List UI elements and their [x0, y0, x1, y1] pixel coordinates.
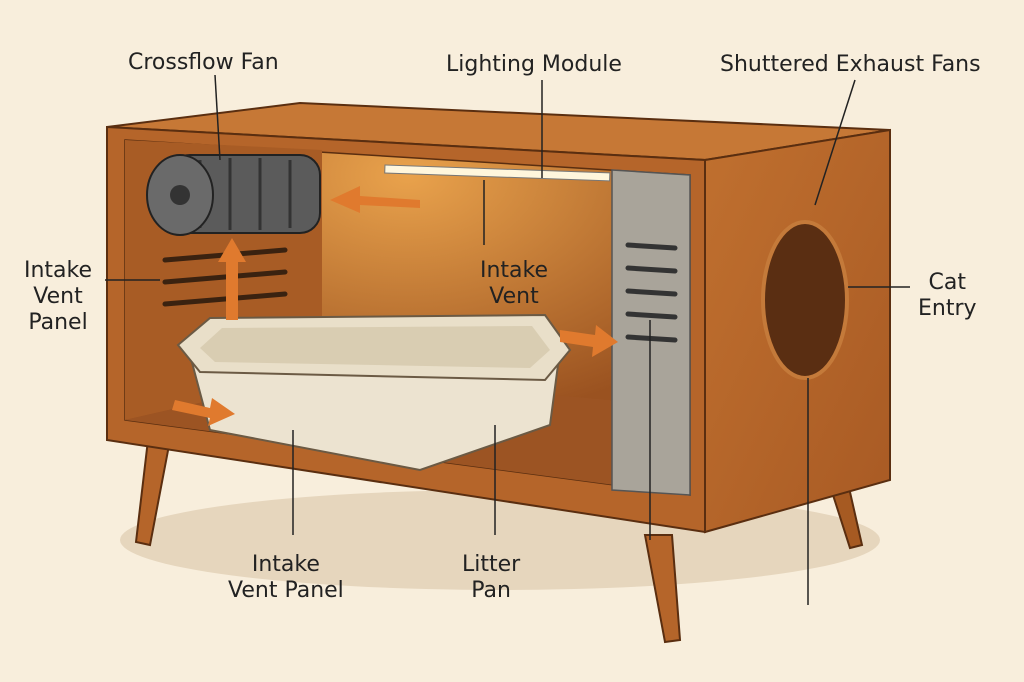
- leader-lines: [105, 74, 910, 605]
- leg-front-right: [643, 534, 682, 644]
- exhaust-slats: [625, 242, 678, 343]
- label-line: Intake: [24, 258, 93, 283]
- label-intake-vent-panel-left: Intake Vent Panel: [24, 258, 92, 336]
- label-litter-pan: Litter Pan: [462, 552, 520, 604]
- exhaust-panel: [611, 169, 691, 496]
- label-shuttered-exhaust-fans: Shuttered Exhaust Fans: [720, 52, 981, 77]
- label-crossflow-fan: Crossflow Fan: [128, 50, 279, 75]
- label-line: Litter: [462, 552, 521, 577]
- label-cat-entry: Cat Entry: [918, 270, 977, 322]
- label-line: Vent: [33, 284, 83, 309]
- label-line: Vent Panel: [228, 578, 344, 603]
- label-line: Panel: [28, 310, 88, 335]
- label-lighting-module: Lighting Module: [446, 52, 622, 77]
- label-line: Intake: [251, 552, 320, 577]
- lighting-module: [384, 164, 611, 182]
- cat-entry-hole: [761, 220, 849, 380]
- label-line: Entry: [918, 296, 977, 321]
- litter-pan: [176, 313, 572, 472]
- label-intake-vent-center: Intake Vent: [480, 258, 548, 310]
- label-line: Intake: [480, 258, 549, 283]
- label-line: Cat: [928, 270, 966, 295]
- label-line: Pan: [471, 578, 511, 603]
- airflow-arrows: [172, 186, 618, 426]
- crossflow-fan: [146, 154, 321, 236]
- label-line: Vent: [489, 284, 539, 309]
- label-intake-vent-panel-bottom: Intake Vent Panel: [228, 552, 344, 604]
